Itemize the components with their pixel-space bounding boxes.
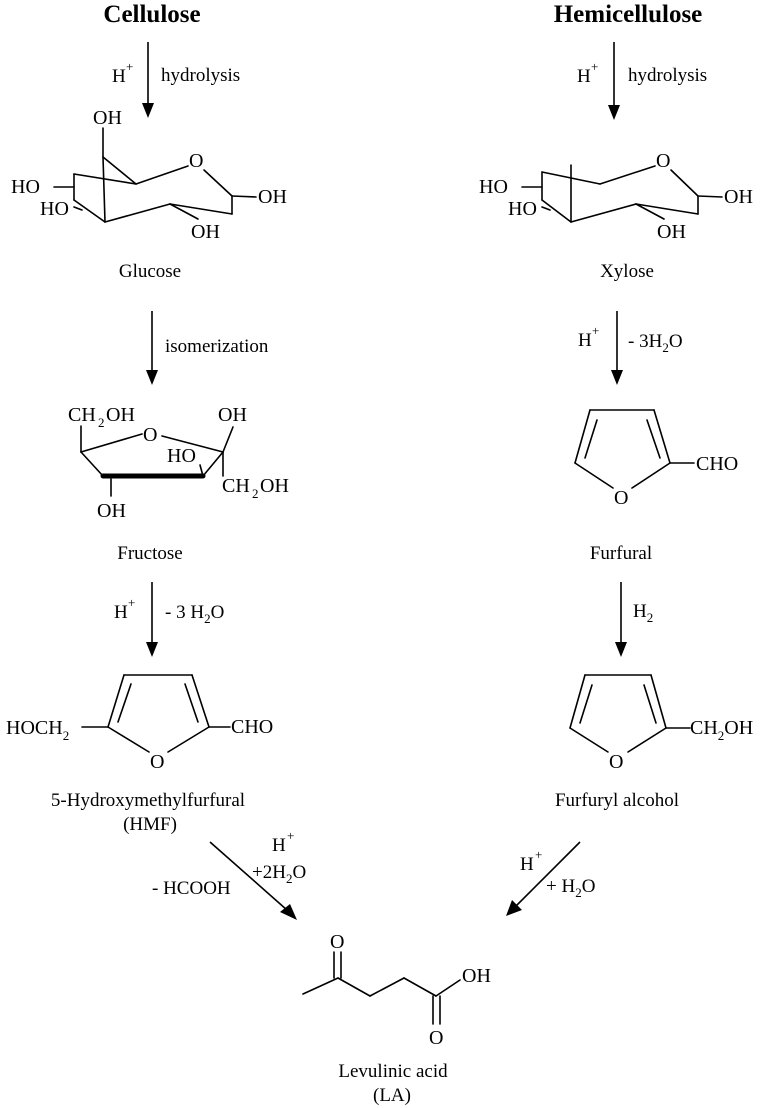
acid-charge: + <box>592 323 599 338</box>
glucose-oh-bottom: OH <box>191 221 220 243</box>
acid-label: H <box>520 854 534 875</box>
acid-label: H <box>114 602 128 623</box>
xylose-ring-oxygen: O <box>656 150 670 172</box>
minus-water-label: - 3H2O <box>628 331 683 355</box>
hydrogenation-step: H2 <box>615 582 653 657</box>
xylose-structure: O OH OH HO HO <box>479 150 753 243</box>
glucose-structure: OH O OH OH HO HO <box>11 107 287 243</box>
fructose-dehydration-step: H + - 3 H2O <box>114 582 224 657</box>
hmf-structure: HOCH2 O CHO <box>6 674 273 773</box>
plus-water-label: +2H2O <box>252 862 306 886</box>
fructose-structure: CH 2 OH O OH CH 2 OH HO OH <box>68 404 289 522</box>
furfural-label: Furfural <box>590 543 652 564</box>
hmf-to-la-step: H + +2H2O - HCOOH <box>152 828 306 920</box>
hydrolysis-label: hydrolysis <box>628 65 707 86</box>
fructose-ch2oh-top-sub: 2 <box>98 415 105 430</box>
minus-hcooh-label: - HCOOH <box>152 878 231 899</box>
furfural-structure: O CHO <box>574 409 738 509</box>
fructose-ch2oh-right-sub: 2 <box>252 486 259 501</box>
fa-to-la-step: H + + H2O <box>506 841 595 916</box>
acid-label: H <box>577 66 591 87</box>
arrowhead <box>615 642 627 657</box>
acid-charge: + <box>126 59 133 74</box>
fructose-oh-top-right: OH <box>218 404 247 426</box>
hydrolysis-label: hydrolysis <box>161 65 240 86</box>
acid-charge: + <box>287 828 294 843</box>
xylose-ho-lower: HO <box>508 198 537 220</box>
h2-label: H2 <box>633 601 653 625</box>
hmf-label: 5-Hydroxymethylfurfural <box>51 790 245 811</box>
arrow-furfuryl-alcohol-to-la <box>514 841 581 908</box>
fructose-oh-bottom: OH <box>97 500 126 522</box>
la-acid-oxygen: O <box>429 1027 443 1049</box>
arrowhead <box>142 103 154 118</box>
furfuryl-ch2oh: CH2OH <box>690 717 753 743</box>
furfuryl-ring-oxygen: O <box>609 751 623 773</box>
hmf-ring-oxygen: O <box>150 751 164 773</box>
xylose-ho-upper: HO <box>479 176 508 198</box>
arrowhead <box>506 900 522 916</box>
plus-water-label: + H2O <box>546 876 595 900</box>
glucose-ring-oxygen: O <box>189 150 203 172</box>
cellulose-hydrolysis-step: H + hydrolysis <box>112 42 240 118</box>
hmf-hoch2: HOCH2 <box>6 717 69 743</box>
arrowhead <box>280 904 297 920</box>
glucose-label: Glucose <box>119 261 181 282</box>
fructose-ho-inner: HO <box>167 445 196 467</box>
arrowhead <box>611 370 623 385</box>
fructose-ring-oxygen: O <box>143 424 157 446</box>
arrowhead <box>608 105 620 120</box>
furfuryl-alcohol-label: Furfuryl alcohol <box>555 790 679 811</box>
acid-label: H <box>272 835 286 856</box>
la-label: Levulinic acid <box>338 1061 448 1082</box>
la-abbr: (LA) <box>373 1085 411 1106</box>
xylose-oh-bottom: OH <box>657 221 686 243</box>
fructose-ch2oh-right-oh: OH <box>260 475 289 497</box>
xylose-dehydration-step: H + - 3H2O <box>578 311 683 385</box>
title-cellulose: Cellulose <box>103 1 200 28</box>
glucose-ho-lower: HO <box>40 198 69 220</box>
minus-water-label: - 3 H2O <box>165 602 224 626</box>
xylose-label: Xylose <box>600 261 654 282</box>
furfural-cho: CHO <box>696 453 738 475</box>
furfuryl-alcohol-structure: O CH2OH <box>569 674 753 773</box>
arrow-hmf-to-la <box>209 841 288 911</box>
fructose-label: Fructose <box>117 543 182 564</box>
glucose-ho-upper: HO <box>11 176 40 198</box>
la-keto-oxygen: O <box>330 931 344 953</box>
arrowhead <box>146 642 158 657</box>
isomerization-step: isomerization <box>146 311 269 385</box>
fructose-ch2oh-right-ch: CH <box>222 475 250 497</box>
arrowhead <box>146 370 158 385</box>
la-acid-oh: OH <box>462 965 491 987</box>
acid-charge: + <box>591 59 598 74</box>
xylose-oh-right: OH <box>724 186 753 208</box>
glucose-oh-top: OH <box>93 107 122 129</box>
furfural-ring-oxygen: O <box>614 487 628 509</box>
acid-label: H <box>112 66 126 87</box>
fructose-ch2oh-top-ch: CH <box>68 404 96 426</box>
levulinic-acid-structure: O OH O <box>302 931 491 1049</box>
hemicellulose-hydrolysis-step: H + hydrolysis <box>577 42 707 120</box>
acid-charge: + <box>535 847 542 862</box>
acid-label: H <box>578 330 592 351</box>
acid-charge: + <box>128 595 135 610</box>
hmf-cho: CHO <box>231 716 273 738</box>
title-hemicellulose: Hemicellulose <box>554 1 703 28</box>
fructose-ch2oh-top-oh: OH <box>106 404 135 426</box>
isomerization-label: isomerization <box>165 336 269 357</box>
glucose-oh-right: OH <box>258 186 287 208</box>
hmf-abbr: (HMF) <box>123 814 177 835</box>
